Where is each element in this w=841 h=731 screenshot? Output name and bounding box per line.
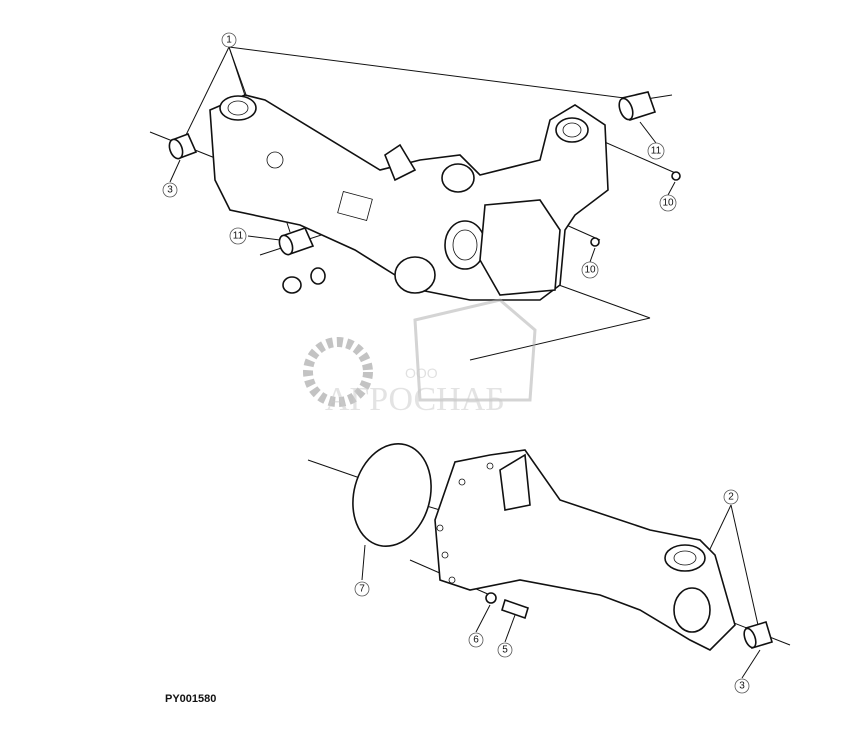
watermark-logo: ООО АГРОСНАБ [303, 298, 537, 418]
callout-1: 1 [221, 32, 237, 48]
axle-housing-upper [209, 94, 609, 301]
callout-2: 2 [723, 489, 739, 505]
callout-3-upper: 3 [162, 182, 178, 198]
svg-text:7: 7 [359, 584, 365, 595]
callout-11-left: 11 [229, 227, 247, 245]
svg-text:10: 10 [584, 265, 596, 276]
o-ring-seal [352, 443, 432, 547]
svg-text:3: 3 [739, 681, 745, 692]
svg-text:11: 11 [651, 146, 662, 157]
figure-id: PY001580 [165, 693, 217, 705]
watermark-name: АГРОСНАБ [325, 381, 505, 418]
svg-text:2: 2 [728, 492, 734, 503]
svg-text:11: 11 [233, 231, 244, 242]
svg-text:1: 1 [226, 35, 232, 46]
watermark-prefix: ООО [405, 365, 438, 381]
axle-housing-lower [434, 449, 773, 651]
callout-10-center: 10 [581, 261, 599, 279]
callout-11-right: 11 [647, 142, 665, 160]
svg-text:6: 6 [473, 635, 479, 646]
callout-3-lower: 3 [734, 678, 750, 694]
svg-text:10: 10 [662, 198, 674, 209]
callout-7: 7 [354, 581, 370, 597]
svg-text:3: 3 [167, 185, 173, 196]
svg-text:5: 5 [502, 645, 508, 656]
callout-6: 6 [468, 632, 484, 648]
bushings [168, 91, 681, 294]
callout-5: 5 [497, 642, 513, 658]
callout-10-right: 10 [659, 194, 677, 212]
